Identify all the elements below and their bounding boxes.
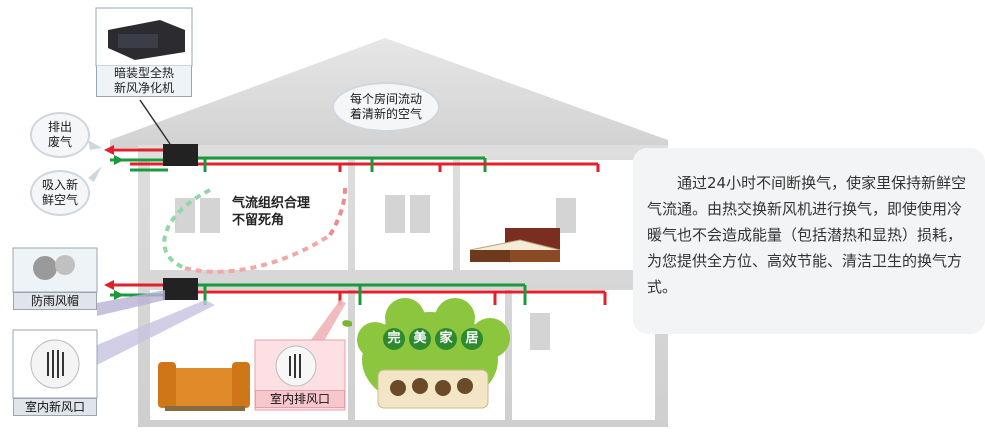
- exhaust-bubble: 排出废气: [30, 112, 90, 158]
- unit-photo: [96, 8, 192, 66]
- description-panel: 通过24小时不间断换气，使家里保持新鲜空气流通。由热交换新风机进行换气，即使使用…: [633, 148, 985, 334]
- sticker-char-2: 美: [409, 328, 431, 350]
- sticker-title: 完 美 家 居: [383, 328, 483, 350]
- indoor-outlet-caption: 室内排风口: [255, 390, 345, 408]
- intake-bubble: 吸入新鲜空气: [30, 170, 90, 216]
- exhaust-label-line2: 废气: [48, 135, 72, 150]
- airflow-note-line2: 不留死角: [232, 212, 332, 229]
- indoor-inlet-caption: 室内新风口: [13, 398, 97, 416]
- unit-label-line1: 暗装型全热: [97, 66, 191, 81]
- description-text: 通过24小时不间断换气，使家里保持新鲜空气流通。由热交换新风机进行换气，即使使用…: [647, 170, 975, 300]
- airflow-note-line1: 气流组织合理: [232, 195, 332, 212]
- exhaust-label-line1: 排出: [48, 120, 72, 135]
- sticker-char-3: 家: [435, 328, 457, 350]
- unit-label: 暗装型全热 新风净化机: [96, 66, 192, 97]
- roof-bubble-line1: 每个房间流动: [350, 92, 422, 107]
- upper-ventilation-unit: [163, 144, 198, 166]
- sofa-image: [158, 362, 250, 411]
- indoor-inlet-photo: [13, 330, 97, 398]
- intake-label-line1: 吸入新: [42, 178, 78, 193]
- lower-ventilation-unit: [163, 278, 198, 300]
- roof-bubble-line2: 着清新的空气: [350, 107, 422, 122]
- unit-label-line2: 新风净化机: [97, 81, 191, 96]
- intake-label-line2: 鲜空气: [42, 193, 78, 208]
- roof-bubble: 每个房间流动着清新的空气: [332, 82, 440, 132]
- rain-cap-caption: 防雨风帽: [13, 292, 97, 310]
- sticker-char-1: 完: [383, 328, 405, 350]
- airflow-note: 气流组织合理 不留死角: [232, 195, 332, 229]
- sticker-char-4: 居: [461, 328, 483, 350]
- rain-cap-photo: [13, 248, 97, 292]
